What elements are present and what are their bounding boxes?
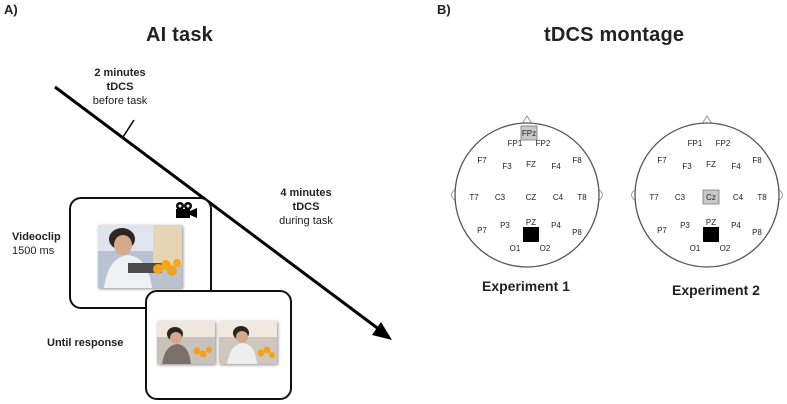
electrode-o1: O1 (510, 244, 521, 253)
electrode-t7: T7 (649, 193, 659, 202)
pre-task-duration: 2 minutes (94, 67, 146, 79)
head-outline (454, 122, 600, 268)
electrode-p4: P4 (551, 221, 561, 230)
videoclip-duration: 1500 ms (12, 245, 55, 257)
pre-task-stim: tDCS (106, 81, 134, 93)
electrode-p4: P4 (731, 221, 741, 230)
anode-label: FPz (522, 129, 536, 138)
electrode-c4: C4 (733, 193, 744, 202)
panel-a-label: A) (4, 2, 18, 17)
response-scene-left (157, 321, 215, 364)
videoclip-photo (98, 225, 182, 288)
electrode-t8: T8 (757, 193, 767, 202)
during-task-stim: tDCS (292, 201, 320, 213)
experiment-1-label: Experiment 1 (482, 278, 570, 294)
electrode-fp1: FP1 (508, 139, 523, 148)
videoclip-label: Videoclip (12, 231, 61, 243)
anode-electrode (702, 189, 720, 205)
experiment-2-label: Experiment 2 (672, 282, 760, 298)
electrode-o2: O2 (720, 244, 731, 253)
electrode-t8: T8 (577, 193, 587, 202)
electrode-p3: P3 (500, 221, 510, 230)
electrode-fp2: FP2 (716, 139, 731, 148)
tdcs-onset-tick (122, 119, 135, 138)
electrode-p8: P8 (752, 228, 762, 237)
response-scene-right (219, 321, 277, 364)
electrode-c3: C3 (495, 193, 506, 202)
electrode-p7: P7 (477, 226, 487, 235)
during-task-note: during task (279, 215, 333, 227)
videoclip-scene (98, 225, 182, 288)
pre-task-note: before task (92, 95, 148, 107)
electrode-f3: F3 (502, 162, 512, 171)
videoclip-caption: Videoclip 1500 ms (12, 230, 61, 258)
electrode-pz: PZ (526, 218, 536, 227)
electrode-f7: F7 (657, 156, 667, 165)
response-photo-left (157, 321, 215, 364)
electrode-fz: FZ (526, 160, 536, 169)
electrode-f4: F4 (731, 162, 741, 171)
electrode-fp2: FP2 (536, 139, 551, 148)
electrode-f7: F7 (477, 156, 487, 165)
electrode-t7: T7 (469, 193, 479, 202)
anode-label: Cz (706, 193, 716, 202)
cathode-electrode (703, 227, 719, 242)
electrode-fz: FZ (706, 160, 716, 169)
during-task-duration: 4 minutes (280, 187, 332, 199)
electrode-c4: C4 (553, 193, 564, 202)
electrode-p7: P7 (657, 226, 667, 235)
electrode-o2: O2 (540, 244, 551, 253)
video-camera-icon (176, 202, 197, 218)
electrode-f8: F8 (752, 156, 762, 165)
electrode-p8: P8 (572, 228, 582, 237)
cathode-electrode (523, 227, 539, 242)
electrode-c3: C3 (675, 193, 686, 202)
electrode-f8: F8 (572, 156, 582, 165)
pre-task-label: 2 minutes tDCS before task (80, 66, 160, 108)
electrode-f4: F4 (551, 162, 561, 171)
electrode-f3: F3 (682, 162, 692, 171)
electrode-cz: CZ (526, 193, 537, 202)
electrode-pz: PZ (706, 218, 716, 227)
response-photo-right (219, 321, 277, 364)
panel-a-title: AI task (146, 24, 213, 46)
electrode-p3: P3 (680, 221, 690, 230)
response-label: Until response (47, 337, 124, 349)
panel-b-label: B) (437, 2, 451, 17)
anode-electrode (520, 125, 538, 141)
electrode-o1: O1 (690, 244, 701, 253)
during-task-label: 4 minutes tDCS during task (266, 186, 346, 228)
electrode-fp1: FP1 (688, 139, 703, 148)
panel-b-title: tDCS montage (544, 24, 685, 46)
